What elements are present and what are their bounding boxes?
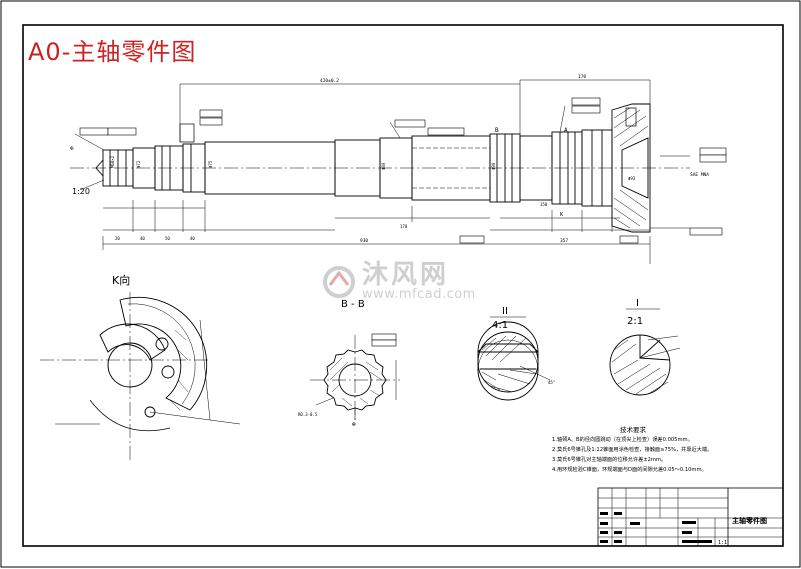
k-view-inner-bore — [99, 323, 166, 361]
taper-label: 1:20 — [72, 187, 90, 196]
svg-text:SAE MNA: SAE MNA — [690, 172, 709, 178]
svg-text:170: 170 — [578, 74, 586, 80]
k-view-hole-2 — [161, 365, 175, 379]
svg-text:170: 170 — [400, 224, 408, 229]
svg-text:Φ90: Φ90 — [491, 162, 496, 170]
title-block-fill — [600, 512, 712, 543]
watermark-url: www.mfcad.com — [362, 287, 476, 302]
main-view-labels: 420±0.2 170 930 357 20 40 50 40 170 150 … — [70, 74, 709, 244]
svg-text:B: B — [495, 127, 499, 134]
tech-req-item-2: 2.莫氏6号锥孔及1:12锥面用涂色检查，接触面≥75%，并靠近大端。 — [552, 445, 712, 453]
svg-text:R0.3-0.5: R0.3-0.5 — [298, 412, 318, 417]
svg-text:150: 150 — [540, 202, 548, 207]
watermark: 沐风网 www.mfcad.com — [322, 262, 476, 301]
svg-text:Φ75: Φ75 — [208, 160, 213, 168]
k-view-hole-1 — [155, 337, 169, 351]
flange-key-slot — [625, 107, 637, 127]
section-b-b — [310, 335, 400, 425]
k-view-bore-circle — [107, 342, 153, 388]
technical-requirements: 技术要求 1.轴颈A、B的径向圆跳动（在顶尖上检查）误差0.005mm。 2.莫… — [552, 425, 712, 473]
k-view-hole-3 — [144, 406, 156, 418]
svg-text:45°: 45° — [548, 380, 555, 385]
k-view-flange-sector — [119, 296, 208, 411]
svg-text:A: A — [564, 127, 568, 134]
svg-text:40: 40 — [190, 236, 195, 241]
watermark-name: 沐风网 — [362, 260, 450, 290]
detail-ii — [477, 321, 551, 401]
section-b-b-frames — [371, 333, 397, 347]
title-block-sheet: 1:1 — [718, 540, 727, 546]
svg-text:40: 40 — [140, 236, 145, 241]
detail-i-label: I — [636, 298, 639, 309]
svg-text:930: 930 — [360, 238, 368, 244]
tech-req-item-1: 1.轴颈A、B的径向圆跳动（在顶尖上检查）误差0.005mm。 — [552, 435, 693, 443]
spline-section-bore — [338, 363, 372, 397]
svg-text:⊕: ⊕ — [70, 145, 74, 152]
svg-text:⊕: ⊕ — [352, 421, 356, 428]
tech-req-heading: 技术要求 — [620, 425, 647, 434]
svg-text:50: 50 — [165, 236, 170, 241]
keyway-top — [179, 123, 195, 143]
svg-text:Φ80: Φ80 — [381, 162, 386, 170]
tech-req-item-3: 3.莫氏6号锥孔对主轴端面的位移允许差±2mm。 — [552, 455, 666, 463]
svg-text:K: K — [560, 212, 563, 218]
detail-ii-outline — [477, 351, 539, 401]
detail-i-scale: 2:1 — [627, 316, 643, 327]
detail-ii-circle — [477, 331, 539, 393]
svg-text:Φ72: Φ72 — [136, 160, 141, 168]
detail-ii-label: II — [502, 306, 508, 317]
svg-text:Φ93: Φ93 — [628, 176, 636, 181]
main-view-dimensions — [74, 79, 690, 264]
section-b-b-label: B - B — [341, 299, 365, 310]
k-direction-view — [40, 292, 241, 460]
svg-text:420±0.2: 420±0.2 — [320, 78, 339, 84]
k-view-label: K向 — [112, 273, 130, 287]
inner-border — [22, 24, 784, 547]
detail-ii-scale: 4:1 — [492, 320, 508, 331]
watermark-logo-icon — [323, 265, 355, 298]
detail-i — [609, 334, 681, 396]
main-shaft-view — [70, 103, 690, 233]
title-block-part-name: 主轴零件图 — [732, 516, 767, 525]
tolerance-frames — [79, 97, 727, 244]
spindle-taper-bore — [621, 137, 649, 199]
svg-text:20: 20 — [115, 236, 120, 241]
drawing-title: A0-主轴零件图 — [28, 38, 197, 66]
tech-req-item-4: 4.用环规检验C锥面，环规端面与D面的间隙允差0.05～0.10mm。 — [552, 465, 707, 473]
title-block — [597, 487, 784, 547]
svg-text:M68×2: M68×2 — [110, 155, 115, 168]
svg-text:357: 357 — [560, 238, 568, 244]
